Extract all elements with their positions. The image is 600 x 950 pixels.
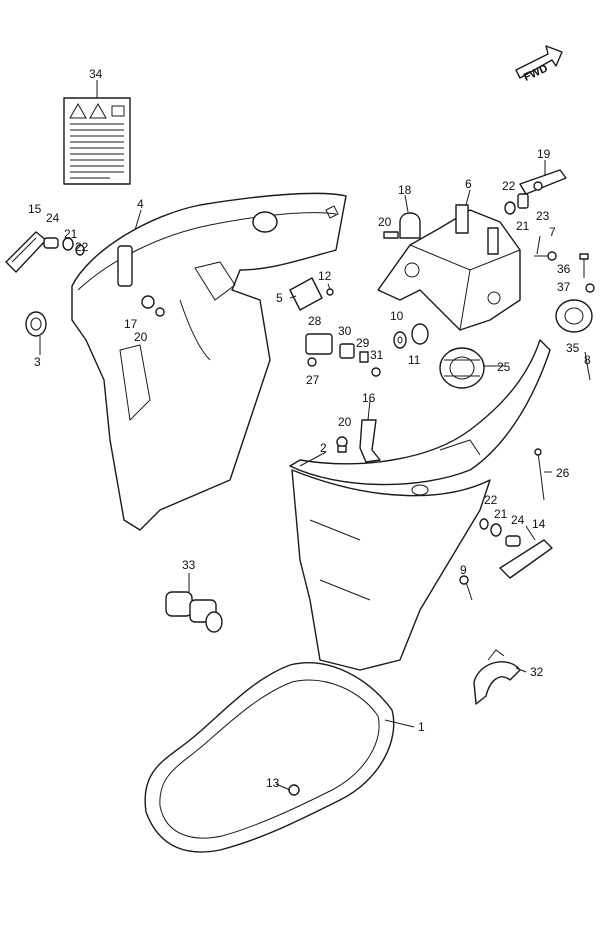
- callout-27: 27: [306, 373, 320, 387]
- callout-11: 11: [408, 353, 421, 367]
- part-1-bottom-seal: [144, 662, 395, 853]
- part-15-handle-left: [5, 231, 85, 273]
- callout-3: 3: [34, 355, 41, 369]
- callout-28: 28: [308, 314, 322, 328]
- callout-13: 13: [266, 776, 280, 790]
- part-6-upper-bracket: [377, 204, 521, 331]
- part-32-bracket: [473, 649, 521, 705]
- callout-22-top: 22: [502, 179, 516, 193]
- callout-12: 12: [318, 269, 332, 283]
- part-10-washer: [393, 331, 407, 349]
- part-18-clip: [383, 212, 421, 239]
- part-3-grommet: [25, 311, 47, 337]
- callout-4: 4: [137, 197, 144, 211]
- callout-21-top: 21: [516, 219, 530, 233]
- callout-30: 30: [338, 324, 352, 338]
- callout-5: 5: [276, 291, 283, 305]
- part-23-collar: [517, 193, 529, 209]
- callout-20-left: 20: [134, 330, 148, 344]
- callout-20-center: 20: [338, 415, 352, 429]
- callout-19: 19: [537, 147, 551, 161]
- part-30-relay: [339, 343, 355, 359]
- callout-9: 9: [460, 563, 467, 577]
- callout-2: 2: [320, 441, 327, 455]
- callout-37: 37: [557, 280, 571, 294]
- part-14-handle-right: [479, 518, 553, 579]
- part-17-bolt: [141, 295, 165, 317]
- part-19-plate: [519, 169, 567, 195]
- part-36-screw: [579, 253, 589, 278]
- callout-35: 35: [566, 341, 580, 355]
- callout-10: 10: [390, 309, 404, 323]
- callout-7: 7: [549, 225, 556, 239]
- callout-18: 18: [398, 183, 412, 197]
- callout-24-left: 24: [46, 211, 60, 225]
- part-37-clip: [585, 283, 595, 293]
- part-2-lower-cover: [289, 339, 551, 671]
- leader-lines: [39, 80, 591, 791]
- callout-32: 32: [530, 665, 544, 679]
- callout-26: 26: [556, 466, 570, 480]
- callout-14: 14: [532, 517, 546, 531]
- part-25-rubber-mount: [439, 347, 485, 389]
- callout-33: 33: [182, 558, 196, 572]
- callout-21-right: 21: [494, 507, 508, 521]
- callout-22-right: 22: [484, 493, 498, 507]
- callout-36: 36: [557, 262, 571, 276]
- callout-6: 6: [465, 177, 472, 191]
- part-16-hook: [359, 419, 381, 463]
- callout-23: 23: [536, 209, 550, 223]
- part-21-washer-right: [504, 201, 516, 215]
- fwd-arrow-badge: FWD: [515, 45, 563, 84]
- callout-1: 1: [418, 720, 425, 734]
- part-35-grommet: [555, 299, 593, 333]
- part-28-switch: [305, 333, 333, 355]
- part-26-rod: [534, 448, 545, 501]
- callout-16: 16: [362, 391, 376, 405]
- callout-29: 29: [356, 336, 370, 350]
- part-9-bolt: [459, 575, 473, 601]
- callout-15: 15: [28, 202, 42, 216]
- callout-21-left: 21: [64, 227, 78, 241]
- part-5-bracket: [289, 277, 334, 311]
- part-4-left-side-cover: [71, 192, 347, 531]
- part-34-warning-label: [63, 97, 131, 185]
- part-13-clip: [288, 784, 300, 796]
- part-33-plug: [165, 591, 223, 633]
- part-11-bushing: [411, 323, 429, 345]
- part-7-bolt: [534, 251, 557, 261]
- callout-20-top: 20: [378, 215, 392, 229]
- callout-22-left: 22: [75, 240, 89, 254]
- callout-31: 31: [370, 348, 384, 362]
- callout-8: 8: [584, 353, 591, 367]
- part-29-holder: [359, 351, 369, 363]
- callout-34: 34: [89, 67, 103, 81]
- callout-25: 25: [497, 360, 511, 374]
- callout-17: 17: [124, 317, 138, 331]
- part-20-bolt-center: [336, 436, 348, 453]
- callout-labels: 34 4 15 24 21 22 3 17 20 5 12 18 20 6 19…: [28, 67, 591, 790]
- part-27-screw: [307, 357, 317, 367]
- callout-24-right: 24: [511, 513, 525, 527]
- part-31-screw: [371, 367, 381, 377]
